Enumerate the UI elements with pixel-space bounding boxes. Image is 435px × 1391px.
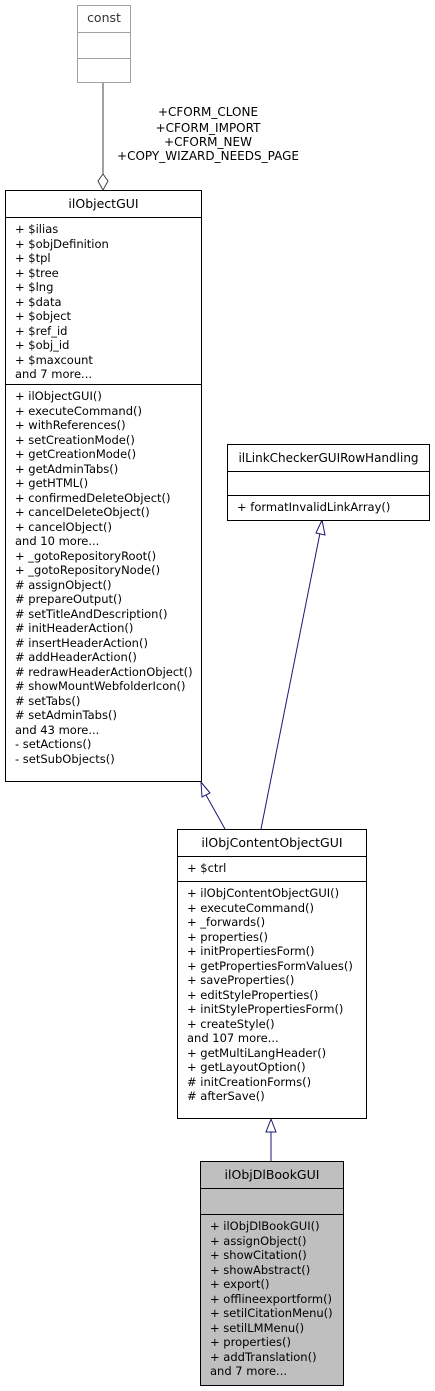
operation: and 10 more... [15, 534, 100, 548]
operation: + getCreationMode() [15, 447, 137, 461]
operation: + _gotoRepositoryRoot() [15, 548, 157, 563]
operations-section: + ilObjContentObjectGUI() + executeComma… [178, 881, 366, 1104]
class-name: ilLinkCheckerGUIRowHandling [238, 451, 419, 465]
operation: + ilObjContentObjectGUI() [187, 886, 340, 900]
operation: + addTranslation() [210, 1349, 317, 1364]
operation: and 7 more... [210, 1364, 288, 1378]
attribute: + $object [15, 309, 72, 323]
operation: and 43 more... [15, 722, 100, 737]
operation: + getMultiLangHeader() [187, 1045, 327, 1060]
inheritance-line-2 [260, 532, 321, 830]
edge-label: +CFORM_IMPORT [155, 121, 261, 135]
operation: # showMountWebfolderIcon() [15, 679, 186, 693]
operation: + properties() [187, 929, 268, 944]
operation: + ilObjDlBookGUI() [210, 1219, 320, 1233]
edge-label: +CFORM_NEW [164, 135, 252, 149]
operation: + properties() [210, 1335, 291, 1349]
operation: # setTitleAndDescription() [15, 606, 168, 621]
attribute: + $data [15, 294, 62, 309]
operation: + formatInvalidLinkArray() [237, 500, 391, 514]
class-box-ilObjDlBookGUI[interactable]: ilObjDlBookGUI + ilObjDlBookGUI() + assi… [200, 1161, 344, 1386]
aggregation-diamond [97, 173, 109, 192]
operation: # prepareOutput() [15, 592, 122, 606]
operation: + showAbstract() [210, 1262, 311, 1277]
operation: + getPropertiesFormValues() [187, 958, 353, 973]
operation: # initCreationForms() [187, 1074, 312, 1089]
attributes-section: + $ilias + $objDefinition + $tpl + $tree… [6, 217, 201, 384]
operation: + cancelObject() [15, 519, 112, 534]
operations-section: + ilObjDlBookGUI() + assignObject() + sh… [201, 1214, 343, 1379]
operation: + assignObject() [210, 1233, 307, 1248]
operation: and 107 more... [187, 1031, 279, 1045]
edge-label: +COPY_WIZARD_NEEDS_PAGE [117, 149, 299, 163]
edge-label: +CFORM_CLONE [157, 105, 259, 119]
class-box-const[interactable]: const [77, 5, 131, 83]
operation: - setActions() [15, 737, 92, 751]
attributes-section [228, 471, 429, 495]
operation: + cancelDeleteObject() [15, 505, 150, 519]
operation: # setTabs() [15, 693, 81, 708]
class-box-ilLinkCheckerGUIRowHandling[interactable]: ilLinkCheckerGUIRowHandling + formatInva… [227, 444, 430, 521]
operation: + getAdminTabs() [15, 461, 119, 476]
class-box-ilObjContentObjectGUI[interactable]: ilObjContentObjectGUI + $ctrl + ilObjCon… [177, 829, 367, 1119]
attribute: + $ref_id [15, 323, 68, 338]
operation: # setAdminTabs() [15, 708, 117, 722]
operation: + getLayoutOption() [187, 1060, 306, 1074]
inheritance-arrow-3 [265, 1117, 277, 1133]
operations-section: + formatInvalidLinkArray() [228, 495, 429, 515]
operation: + editStyleProperties() [187, 987, 319, 1002]
operation: + setilCitationMenu() [210, 1306, 333, 1320]
operation: + getHTML() [15, 476, 89, 490]
attribute: + $objDefinition [15, 236, 109, 251]
class-box-ilObjectGUI[interactable]: ilObjectGUI + $ilias + $objDefinition + … [5, 190, 202, 782]
attributes-section [78, 32, 130, 58]
attribute: + $maxcount [15, 352, 93, 367]
class-name: ilObjContentObjectGUI [201, 835, 343, 850]
attributes-section [201, 1188, 343, 1214]
operation: # initHeaderAction() [15, 621, 134, 635]
operation: + createStyle() [187, 1016, 275, 1031]
attribute: + $tpl [15, 251, 51, 265]
operations-section: + ilObjectGUI() + executeCommand() + wit… [6, 384, 201, 766]
operation: + saveProperties() [187, 973, 295, 987]
operation: + ilObjectGUI() [15, 389, 102, 403]
operation: + withReferences() [15, 418, 126, 432]
operation: + _gotoRepositoryNode() [15, 563, 161, 577]
attribute: + $ilias [15, 222, 59, 236]
operation: + setilLMMenu() [210, 1320, 305, 1335]
operation: - setSubObjects() [15, 751, 115, 766]
operation: + offlineexportform() [210, 1291, 333, 1306]
operation: # insertHeaderAction() [15, 635, 148, 650]
operation: + executeCommand() [15, 403, 142, 418]
operation: + showCitation() [210, 1248, 307, 1262]
operation: + initStylePropertiesForm() [187, 1002, 344, 1016]
attribute: + $tree [15, 265, 59, 280]
attribute: + $lng [15, 280, 54, 294]
class-name: const [87, 10, 121, 25]
attribute: + $obj_id [15, 338, 70, 352]
inheritance-arrow-1 [200, 780, 211, 798]
attribute: + $ctrl [187, 861, 227, 875]
attribute: and 7 more... [15, 367, 93, 381]
operation: + _forwards() [187, 915, 266, 929]
class-name: ilObjectGUI [68, 196, 139, 211]
operation: # addHeaderAction() [15, 650, 137, 664]
inheritance-arrow-2 [315, 518, 326, 536]
class-name: ilObjDlBookGUI [224, 1167, 320, 1182]
operation: # redrawHeaderActionObject() [15, 664, 193, 679]
attributes-section: + $ctrl [178, 856, 366, 881]
operation: + initPropertiesForm() [187, 944, 315, 958]
operation: # assignObject() [15, 577, 112, 592]
operation: + executeCommand() [187, 900, 314, 915]
operation: # afterSave() [187, 1089, 265, 1103]
operations-section [78, 58, 130, 82]
operation: + confirmedDeleteObject() [15, 490, 171, 505]
operation: + export() [210, 1277, 270, 1291]
inheritance-line-1 [205, 794, 226, 830]
operation: + setCreationMode() [15, 432, 135, 447]
